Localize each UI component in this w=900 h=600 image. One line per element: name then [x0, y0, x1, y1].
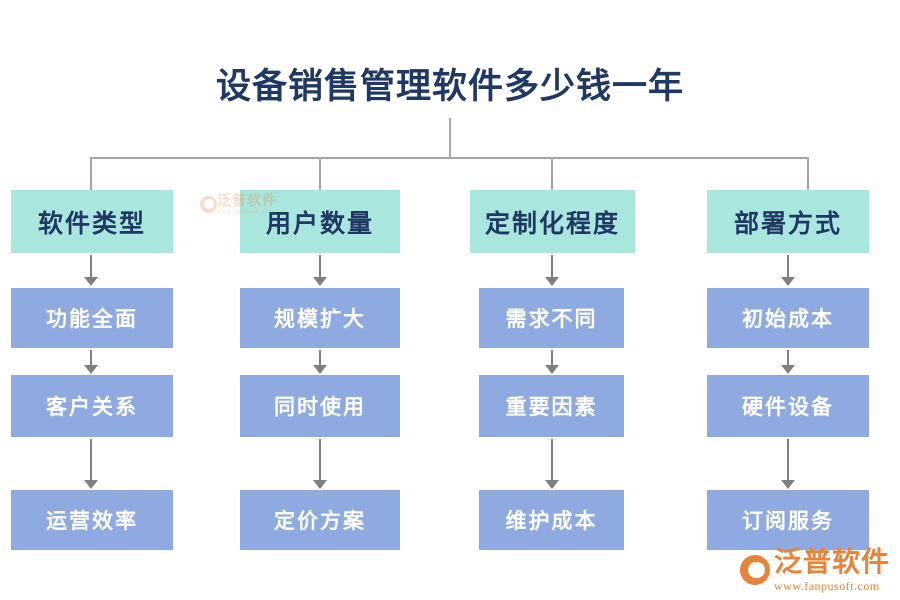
column-item-box-3-3[interactable]: 维护成本 [479, 490, 624, 550]
column-header-label-3: 定制化程度 [484, 209, 620, 238]
arrow-col2-head-to-item1 [312, 255, 328, 286]
brand-name: 泛普软件 [773, 546, 890, 577]
brand-url: www.fanpusoft.com [773, 579, 880, 593]
connector-trunk-vertical [449, 118, 451, 158]
arrow-col2-item2-to-item3 [312, 439, 328, 489]
column-header-box-1[interactable]: 软件类型 [11, 190, 173, 253]
arrow-col2-item1-to-item2 [312, 350, 328, 374]
arrow-col4-item1-to-item2 [780, 350, 796, 374]
column-header-label-2: 用户数量 [265, 209, 374, 238]
column-item-label-2-2: 同时使用 [274, 396, 366, 419]
column-header-label-4: 部署方式 [733, 209, 842, 238]
arrow-col4-head-to-item1 [780, 255, 796, 286]
column-item-box-3-1[interactable]: 需求不同 [479, 288, 624, 348]
page-title: 设备销售管理软件多少钱一年 [215, 67, 684, 106]
connector-drop-col-1 [90, 157, 92, 190]
fanpu-logo-icon [739, 555, 770, 585]
arrow-col3-item2-to-item3 [544, 439, 560, 489]
arrow-col1-item2-to-item3 [83, 439, 99, 489]
column-item-box-1-1[interactable]: 功能全面 [11, 288, 173, 348]
column-item-box-4-3[interactable]: 订阅服务 [707, 490, 869, 550]
column-item-box-2-2[interactable]: 同时使用 [240, 375, 400, 437]
column-item-label-3-2: 重要因素 [505, 396, 598, 419]
connector-drop-col-4 [807, 157, 809, 190]
column-item-box-4-1[interactable]: 初始成本 [707, 288, 869, 348]
column-item-label-4-3: 订阅服务 [742, 510, 834, 533]
arrow-col4-item2-to-item3 [780, 439, 796, 489]
arrow-col1-item1-to-item2 [83, 350, 99, 374]
column-item-label-1-1: 功能全面 [46, 308, 138, 331]
column-header-box-4[interactable]: 部署方式 [707, 190, 869, 253]
arrow-col1-head-to-item1 [83, 255, 99, 286]
column-item-box-3-2[interactable]: 重要因素 [479, 375, 624, 437]
arrow-col3-head-to-item1 [544, 255, 560, 286]
column-header-box-2[interactable]: 用户数量 [240, 190, 400, 253]
column-item-label-2-1: 规模扩大 [274, 308, 366, 331]
column-item-box-1-2[interactable]: 客户关系 [11, 375, 173, 437]
column-item-label-1-2: 客户关系 [46, 396, 138, 419]
column-item-label-1-3: 运营效率 [46, 510, 138, 533]
column-item-box-1-3[interactable]: 运营效率 [11, 490, 173, 550]
connector-drop-col-3 [551, 157, 553, 190]
column-item-label-4-2: 硬件设备 [742, 396, 834, 419]
column-item-label-3-1: 需求不同 [505, 308, 598, 331]
column-header-label-1: 软件类型 [37, 209, 146, 238]
column-item-label-3-3: 维护成本 [505, 510, 598, 533]
column-item-box-4-2[interactable]: 硬件设备 [707, 375, 869, 437]
connector-horizontal-bar [90, 157, 808, 159]
column-item-box-2-3[interactable]: 定价方案 [240, 490, 400, 550]
column-item-box-2-1[interactable]: 规模扩大 [240, 288, 400, 348]
arrow-col3-item1-to-item2 [544, 350, 560, 374]
brand-logo: 泛普软件 www.fanpusoft.com [739, 546, 890, 593]
column-item-label-4-1: 初始成本 [742, 308, 834, 331]
column-header-box-3[interactable]: 定制化程度 [470, 190, 635, 253]
column-item-label-2-3: 定价方案 [274, 510, 366, 533]
connector-drop-col-2 [319, 157, 321, 190]
fanpu-logo-icon [200, 195, 217, 213]
